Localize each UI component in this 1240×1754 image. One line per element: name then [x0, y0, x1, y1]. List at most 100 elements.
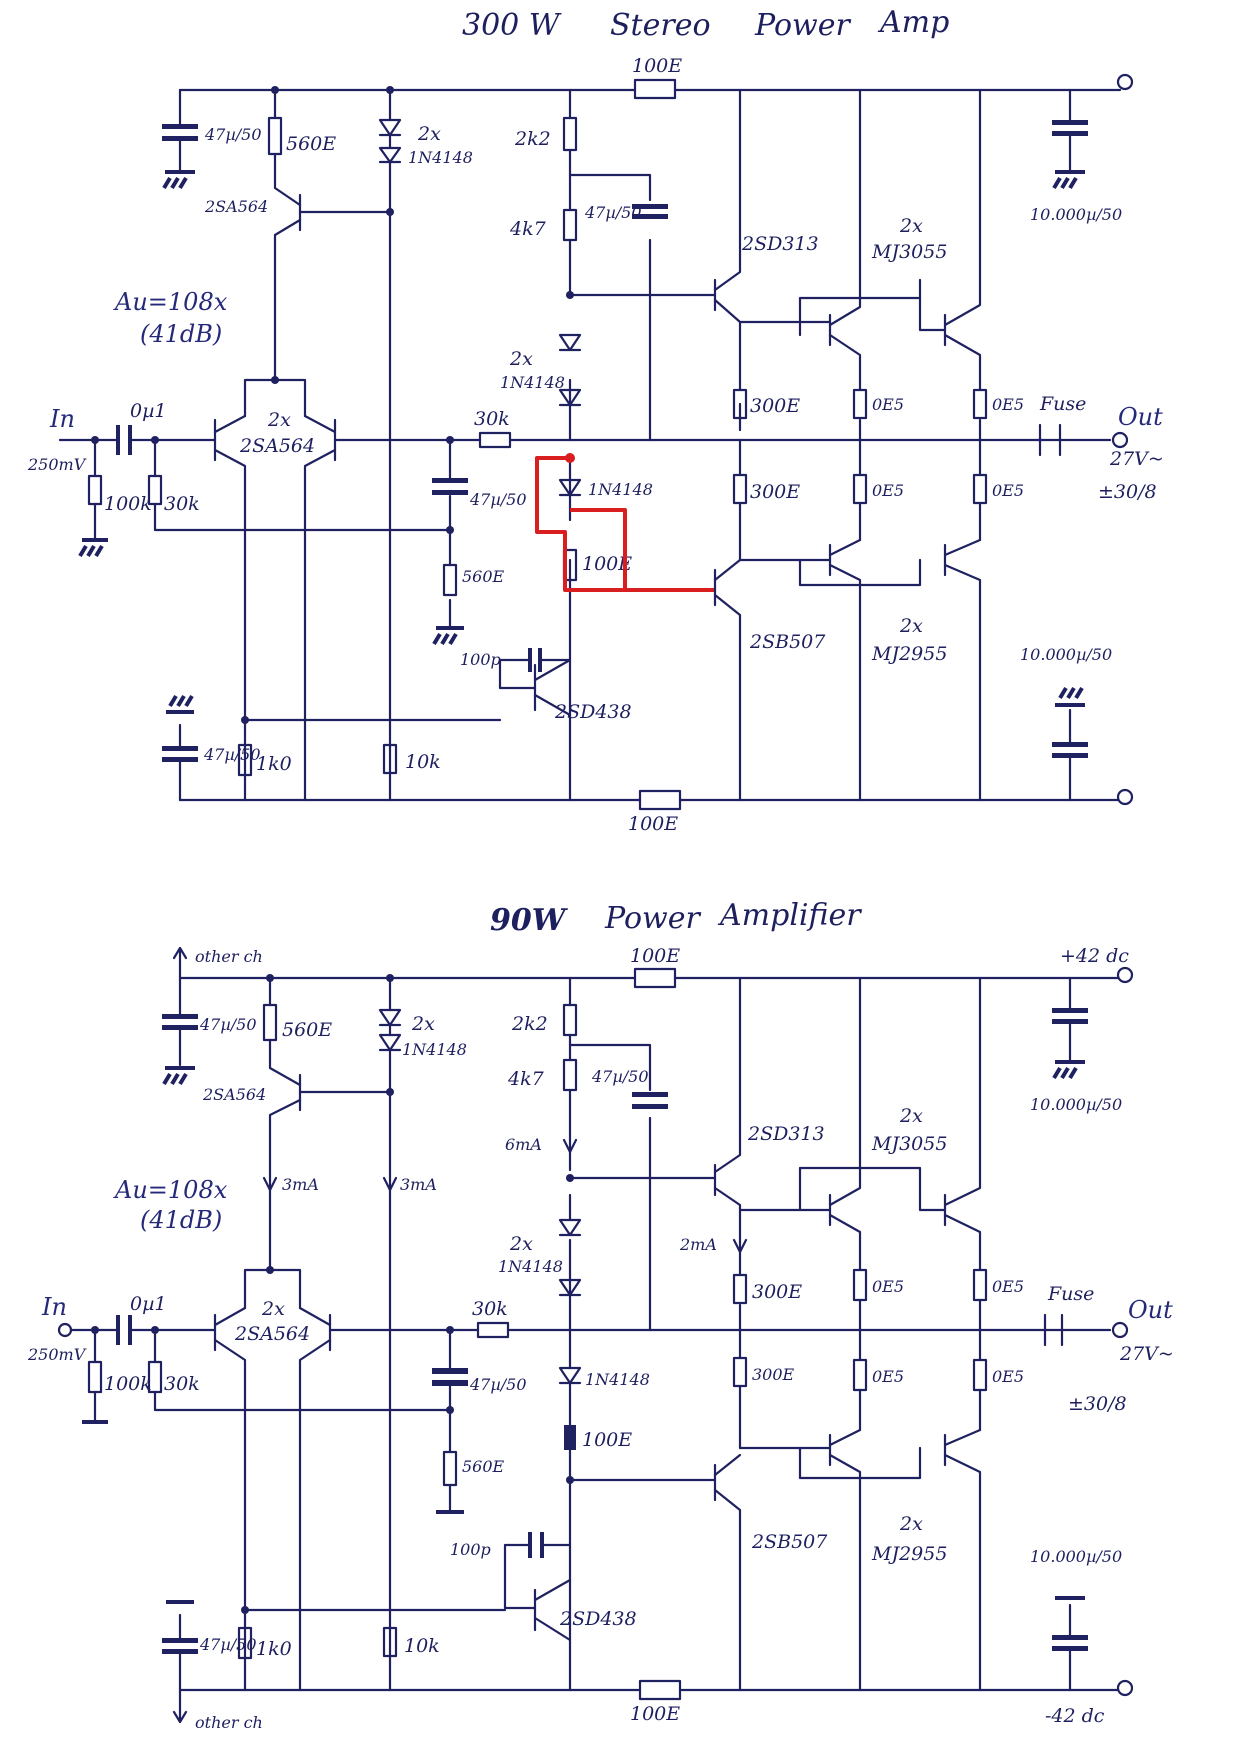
input-level-90: 250mV — [27, 1345, 87, 1364]
label-560e: 560E — [286, 133, 336, 155]
mj3055-2-leads — [918, 88, 982, 542]
label-100e-vas: 100E — [582, 553, 632, 575]
label-ltp-2x: 2x — [267, 409, 291, 431]
label-mj3055: MJ3055 — [871, 241, 947, 263]
label-2sd438: 2SD438 — [554, 701, 632, 723]
miller-capacitor — [528, 648, 542, 672]
bootstrap-cap-plate2-90 — [632, 1104, 668, 1109]
label-0e5-3: 0E5 — [872, 481, 904, 500]
label-mj2955: MJ2955 — [871, 643, 947, 665]
label-2sd438-90: 2SD438 — [559, 1608, 637, 1630]
label-fuse-90: Fuse — [1047, 1283, 1094, 1305]
ltp-q2-leads-90 — [298, 1306, 332, 1692]
label-100e-bottom-90: 100E — [630, 1703, 680, 1725]
label-100p: 100p — [460, 650, 501, 669]
label-3ma-a: 3mA — [282, 1175, 319, 1194]
rail-resistor-bottom-90 — [638, 1679, 682, 1701]
decoupling-cap-plate2-90 — [162, 1025, 198, 1030]
label-0e5-2-90: 0E5 — [992, 1277, 1024, 1296]
label-2sb507-90: 2SB507 — [751, 1531, 828, 1553]
highlight-loop — [535, 456, 627, 592]
q-2sd438-leads — [533, 658, 572, 717]
rail-resistor-top-90 — [633, 967, 677, 989]
label-3ma-b: 3mA — [400, 1175, 437, 1194]
label-47u-2: 47µ/50 — [469, 490, 527, 509]
label-diodes-type-90: 1N4148 — [402, 1040, 467, 1059]
node-fb-shunt — [446, 526, 454, 534]
label-2sa564: 2SA564 — [204, 197, 268, 216]
schematic-300w: 300 W Stereo Power Amp 100E 100E In 250m… — [27, 5, 1164, 835]
ltp-q1-leads-90 — [213, 1306, 247, 1692]
arrow-3ma-b — [382, 1176, 398, 1192]
diode-pair — [378, 118, 402, 164]
label-4k7-90: 4k7 — [507, 1068, 545, 1090]
label-1k0: 1k0 — [256, 753, 292, 775]
bulk-cap-bottom-plate1-90 — [1052, 1635, 1088, 1640]
output-level: 27V~ — [1109, 448, 1164, 470]
driver-top-leads-90 — [713, 976, 742, 1332]
ground-decoupling-top-90 — [162, 1066, 195, 1086]
resistor-2k2 — [562, 116, 578, 152]
resistor-30k-in — [147, 474, 163, 506]
title-amp: Amp — [877, 5, 949, 40]
label-10000-bottom-90: 10.000µ/50 — [1030, 1547, 1122, 1566]
mj2955-1-leads — [828, 538, 862, 802]
arrow-2ma — [732, 1238, 748, 1254]
label-other-ch-bottom: other ch — [195, 1713, 263, 1732]
input-capacitor — [116, 425, 132, 455]
node-diode-bias-90 — [386, 1088, 394, 1096]
label-0e5-1-90: 0E5 — [872, 1277, 904, 1296]
input-level: 250mV — [27, 455, 87, 474]
resistor-300e-a-90 — [732, 1273, 748, 1305]
label-ltp-type: 2SA564 — [239, 435, 315, 457]
mj3055-1-leads-90 — [828, 976, 862, 1432]
resistor-30k-fb — [478, 431, 512, 449]
schematic-90w: 90W Power Amplifier 100E 100E +42 dc -42… — [27, 898, 1174, 1732]
title-amplifier: Amplifier — [717, 898, 862, 933]
bulk-cap-top-plate1-90 — [1052, 1008, 1088, 1013]
label-100p-90: 100p — [450, 1540, 491, 1559]
current-source-wires-90 — [268, 976, 302, 1272]
output-load-90: ±30/8 — [1068, 1393, 1127, 1415]
decoupling-cap-plate2 — [162, 136, 198, 141]
resistor-0e5-4-90 — [972, 1358, 988, 1392]
resistor-0e5-3 — [852, 473, 868, 505]
arrow-other-ch-bottom — [172, 1688, 188, 1724]
title-power-90: Power — [604, 901, 701, 936]
ground-decoupling-bottom — [166, 694, 194, 714]
label-10k: 10k — [405, 751, 441, 773]
terminal-positive-90 — [1116, 966, 1134, 984]
fb-cap-plate1 — [432, 478, 468, 483]
output-label: Out — [1118, 403, 1163, 431]
node-fb-shunt-90 — [446, 1406, 454, 1414]
label-2k2-90: 2k2 — [511, 1013, 548, 1035]
terminal-positive — [1116, 73, 1134, 91]
label-30k-in-90: 30k — [164, 1373, 200, 1395]
resistor-4k7-90 — [562, 1058, 578, 1092]
fb-cap-plate2-90 — [432, 1380, 468, 1386]
miller-capacitor-90 — [528, 1532, 544, 1558]
driver-bottom-leads — [713, 558, 742, 802]
resistor-100e-vas-90 — [564, 1425, 576, 1450]
bulk-cap-top-plate2-90 — [1052, 1019, 1088, 1024]
label-1k0-90: 1k0 — [256, 1638, 292, 1660]
label-300e-b-90: 300E — [752, 1365, 795, 1384]
fuse-body-90 — [1043, 1313, 1064, 1347]
input-label: In — [49, 405, 75, 433]
label-diode-single: 1N4148 — [588, 480, 653, 499]
label-diode-single-90: 1N4148 — [585, 1370, 650, 1389]
ground-input — [78, 538, 108, 558]
resistor-0e5-4 — [972, 473, 988, 505]
wire-30k-in — [153, 438, 452, 532]
label-diodes-2x: 2x — [417, 123, 441, 145]
resistor-0e5-1-90 — [852, 1268, 868, 1302]
title-90w: 90W — [490, 903, 569, 938]
label-100e-top-90: 100E — [630, 945, 680, 967]
terminal-negative — [1116, 788, 1134, 806]
diode-chain-pair-90 — [558, 1218, 582, 1297]
fuse-body — [1038, 423, 1062, 457]
label-300e-a: 300E — [750, 395, 800, 417]
terminal-output-90 — [1111, 1321, 1129, 1339]
label-100e-vas-90: 100E — [582, 1429, 632, 1451]
ground-decoupling-top — [162, 170, 195, 190]
